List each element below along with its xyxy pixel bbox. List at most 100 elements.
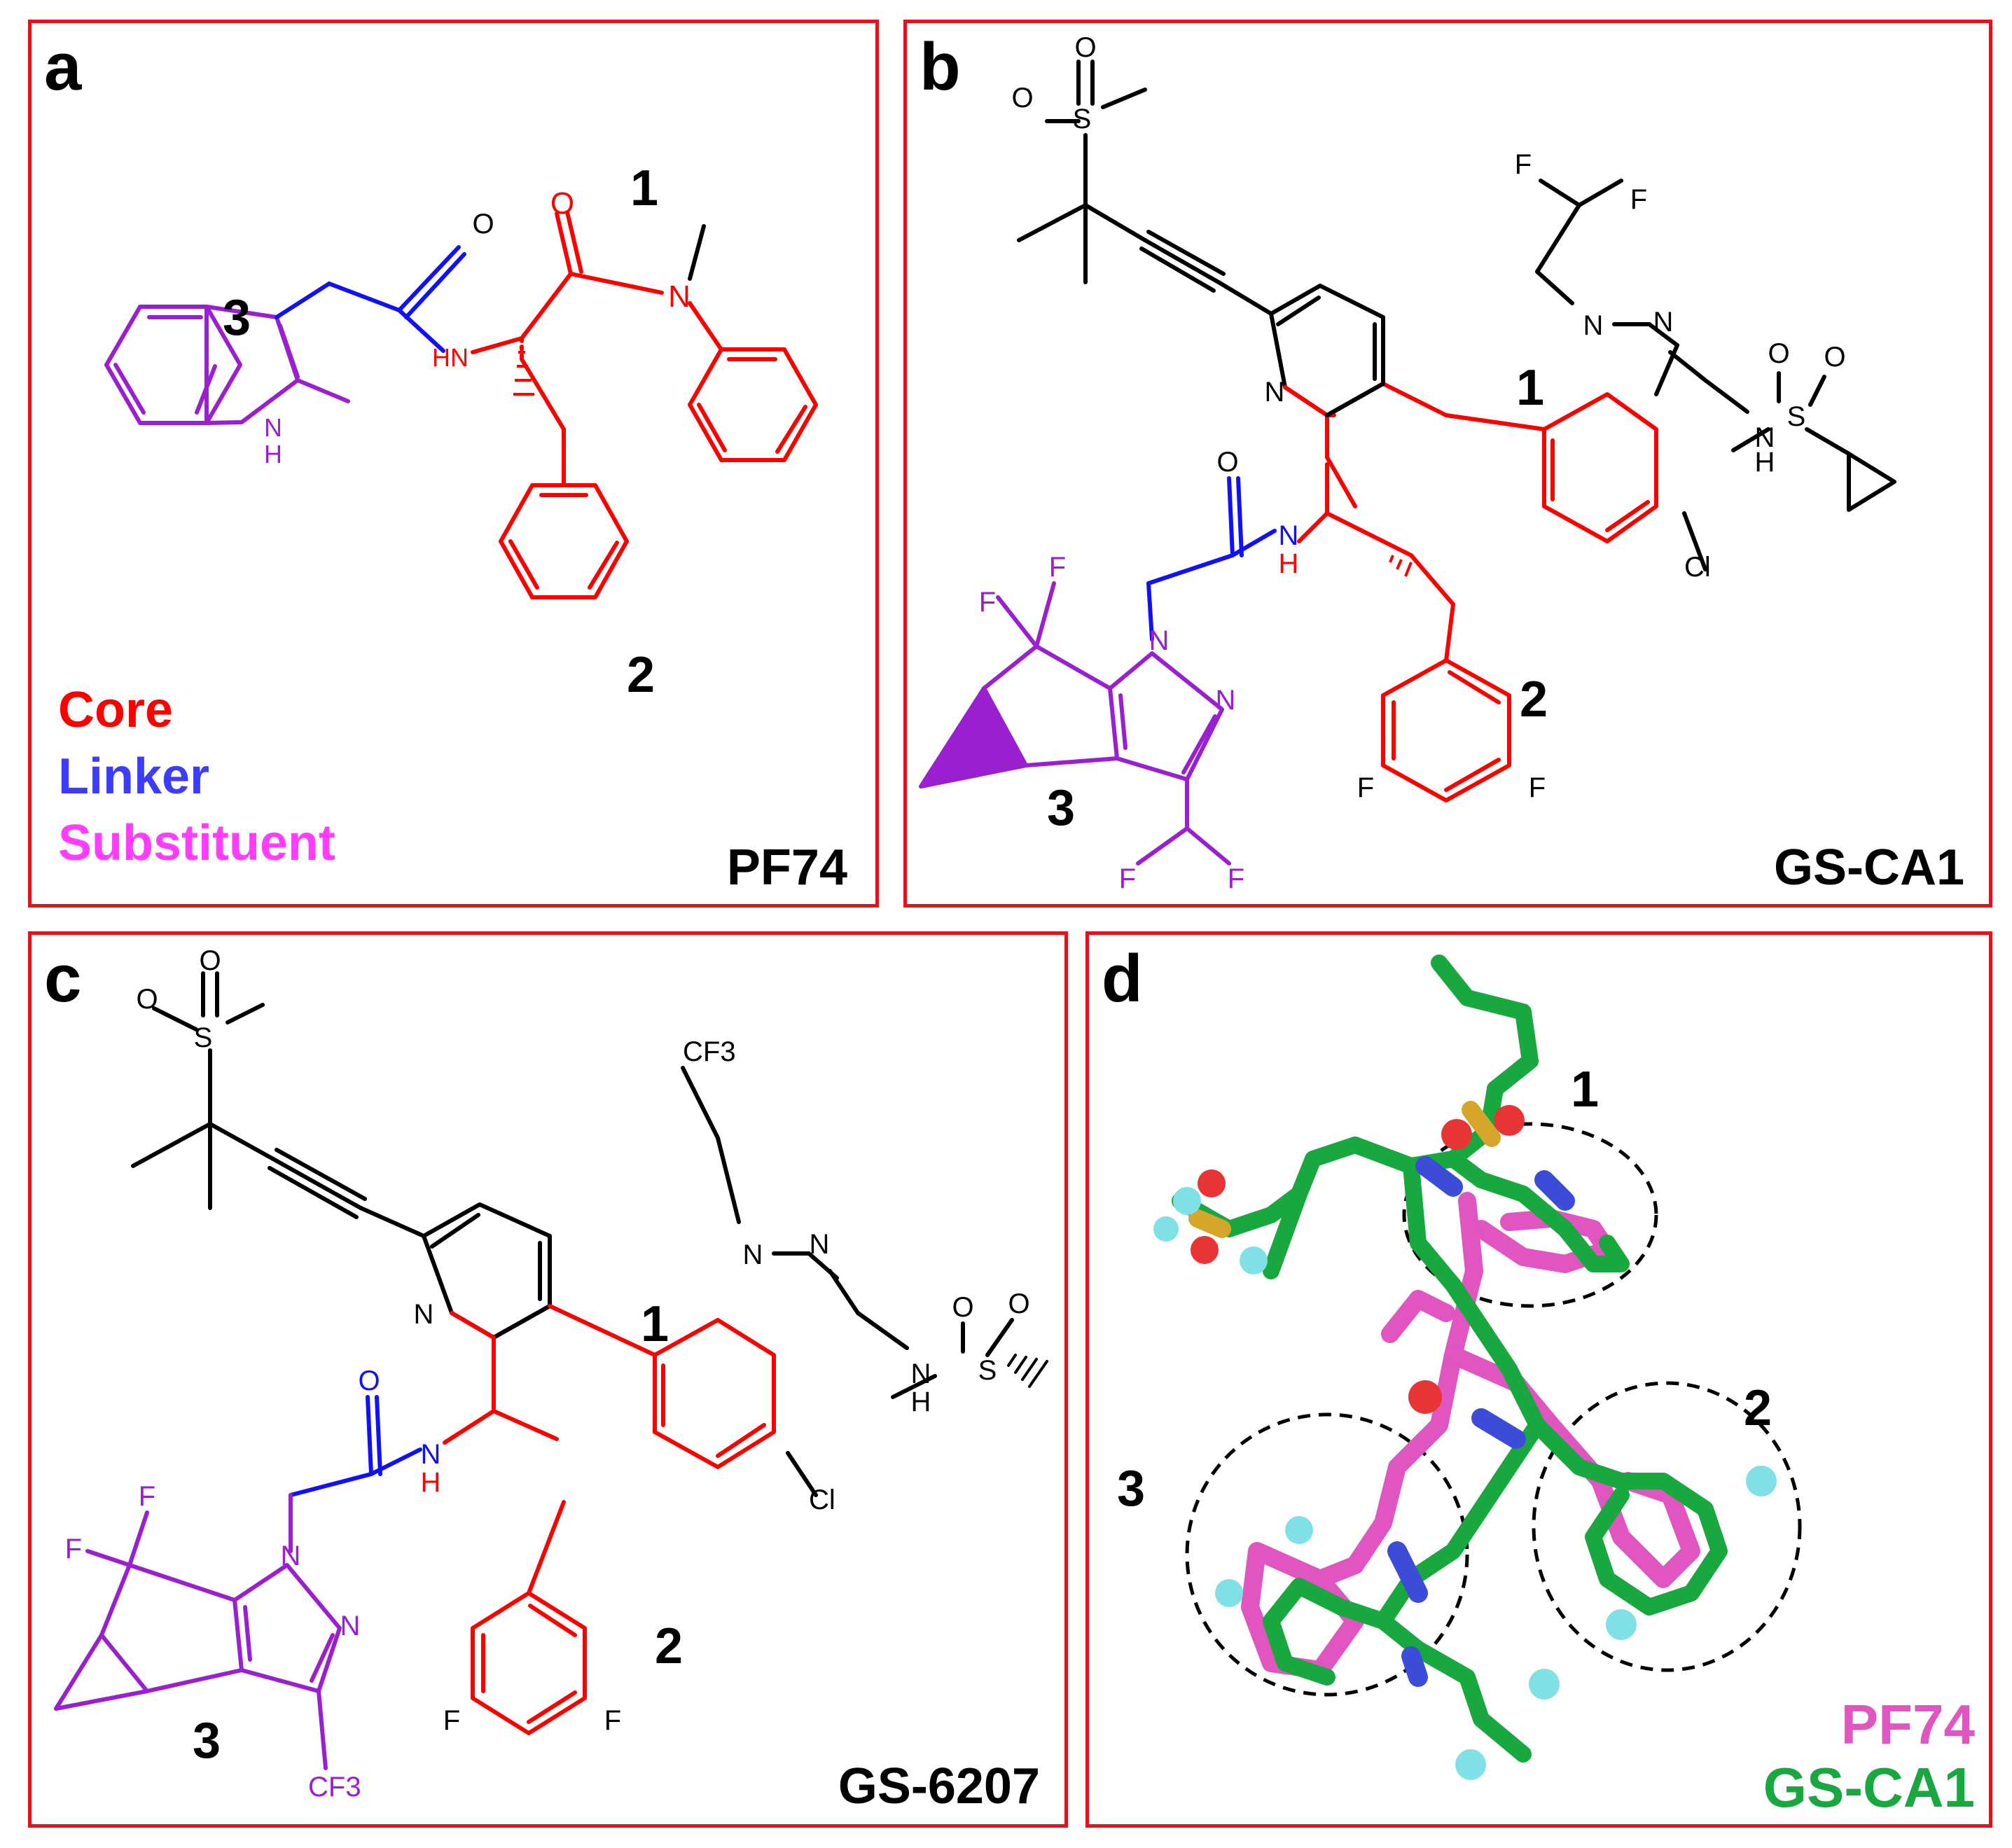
atom-link-h: H bbox=[1279, 548, 1299, 579]
black-scaffold bbox=[1017, 60, 1896, 571]
atom-nh-n: N bbox=[911, 1359, 931, 1389]
region-2: 2 bbox=[1520, 672, 1548, 728]
region-3: 3 bbox=[1117, 1461, 1145, 1517]
core bbox=[471, 210, 818, 599]
atom-o-link: O bbox=[1216, 447, 1238, 478]
region-3: 3 bbox=[223, 290, 251, 346]
core bbox=[1283, 382, 1658, 803]
atom-o-b: O bbox=[1011, 83, 1033, 113]
atom-o-link: O bbox=[358, 1366, 380, 1396]
region-3: 3 bbox=[193, 1713, 221, 1769]
atom-f-3: F bbox=[443, 1705, 460, 1736]
atom-pz-n2: N bbox=[340, 1611, 361, 1641]
substituent bbox=[919, 581, 1231, 866]
substituent bbox=[54, 1493, 342, 1770]
atom-f-3: F bbox=[979, 587, 996, 618]
atom-f-8: F bbox=[1529, 772, 1546, 803]
pf74-structure: O O HN N N H 1 2 3 a Core Linker Substit… bbox=[44, 29, 847, 896]
atom-o2: O bbox=[550, 186, 574, 221]
atom-s-right: S bbox=[978, 1355, 997, 1386]
legend-substituent: Substituent bbox=[58, 815, 335, 871]
atom-pz-n2: N bbox=[1216, 685, 1236, 716]
linker bbox=[275, 245, 466, 353]
compound-label: GS-6207 bbox=[838, 1758, 1040, 1814]
atom-f-4: F bbox=[604, 1705, 621, 1736]
black-scaffold bbox=[131, 971, 1014, 1497]
n-methyl bbox=[688, 224, 706, 281]
atom-f-5: F bbox=[1119, 863, 1136, 894]
atom-pz-n1: N bbox=[1149, 625, 1170, 656]
legend-pf74: PF74 bbox=[1841, 1693, 1976, 1756]
atom-cl: Cl bbox=[809, 1485, 835, 1515]
gs6207-structure: S O O CF3 N N S O O N H N O N H Cl F F N… bbox=[44, 941, 1048, 1814]
atom-link-h: H bbox=[421, 1467, 441, 1498]
atom-cf3-bottom: CF3 bbox=[308, 1772, 361, 1802]
legend-linker: Linker bbox=[58, 749, 209, 805]
legend-gsca1: GS-CA1 bbox=[1763, 1756, 1975, 1819]
region-2: 2 bbox=[655, 1618, 683, 1674]
atom-o-b: O bbox=[136, 984, 158, 1015]
atom-n-1: N bbox=[1583, 310, 1604, 341]
atom-n-1: N bbox=[743, 1239, 763, 1270]
atom-nh-h: H bbox=[911, 1387, 931, 1417]
panel-letter: c bbox=[44, 941, 81, 1016]
panel-a: O O HN N N H 1 2 3 a Core Linker Substit… bbox=[28, 20, 879, 908]
atom-link-n: N bbox=[421, 1439, 441, 1470]
overlay-3d-structure: 1 2 3 d PF74 GS-CA1 bbox=[1102, 941, 1976, 1819]
atom-f-7: F bbox=[1357, 772, 1374, 803]
fluorine-atoms bbox=[1153, 1187, 1777, 1780]
atom-f-2: F bbox=[1630, 184, 1647, 215]
atom-indole-h: H bbox=[264, 440, 282, 468]
atom-o1: O bbox=[472, 209, 494, 239]
oxygen-atoms bbox=[1191, 1105, 1525, 1414]
stereo-hash bbox=[1007, 1354, 1048, 1388]
region-3: 3 bbox=[1047, 780, 1075, 836]
atom-s-top: S bbox=[194, 1022, 213, 1053]
region-2: 2 bbox=[1744, 1380, 1772, 1436]
atom-nh-n: N bbox=[1755, 422, 1775, 453]
atom-o-d: O bbox=[1824, 342, 1845, 373]
atom-pyr-n: N bbox=[414, 1299, 434, 1330]
atom-pyr-n: N bbox=[1265, 377, 1285, 408]
region-1: 1 bbox=[1516, 360, 1544, 416]
panel-letter: b bbox=[920, 29, 961, 104]
stereo-wedge bbox=[513, 351, 534, 396]
legend-core: Core bbox=[58, 682, 173, 738]
region-circles bbox=[1185, 1122, 1802, 1697]
core bbox=[443, 1304, 776, 1735]
atom-f-1: F bbox=[1515, 149, 1532, 180]
atom-cl: Cl bbox=[1684, 552, 1711, 583]
stereo-wedge bbox=[1389, 555, 1413, 577]
atom-o-a: O bbox=[199, 945, 221, 976]
panel-b: S O O F F N N S O O N H N O N H Cl F F N… bbox=[903, 20, 1992, 908]
atom-n: N bbox=[668, 279, 691, 314]
nitrogen-atoms bbox=[1387, 1156, 1575, 1687]
atom-o-c: O bbox=[952, 1292, 973, 1323]
compound-label: GS-CA1 bbox=[1774, 840, 1964, 896]
compound-label: PF74 bbox=[727, 840, 847, 896]
atom-pz-n1: N bbox=[281, 1541, 301, 1571]
atom-o-a: O bbox=[1074, 32, 1096, 63]
region-1: 1 bbox=[630, 160, 658, 216]
atom-link-n: N bbox=[1279, 520, 1299, 551]
gsca1-structure: S O O F F N N S O O N H N O N H Cl F F N… bbox=[919, 29, 1964, 896]
linker bbox=[1146, 476, 1277, 641]
atom-f-1: F bbox=[65, 1534, 82, 1564]
sulfur-atoms bbox=[1188, 1101, 1501, 1238]
atom-n-2: N bbox=[1653, 307, 1674, 338]
atom-o-c: O bbox=[1768, 338, 1789, 369]
atom-f-4: F bbox=[1049, 552, 1066, 583]
gsca1-sticks bbox=[1172, 954, 1728, 1763]
panel-letter: d bbox=[1102, 941, 1143, 1016]
atom-s-top: S bbox=[1073, 104, 1092, 134]
panel-letter: a bbox=[44, 29, 82, 104]
atom-nh-h: H bbox=[1755, 447, 1775, 478]
panel-d: 1 2 3 d PF74 GS-CA1 bbox=[1085, 931, 1992, 1828]
atom-o-d: O bbox=[1008, 1288, 1029, 1319]
atom-indole-n: N bbox=[264, 413, 282, 442]
region-1: 1 bbox=[641, 1296, 669, 1352]
atom-n-2: N bbox=[810, 1229, 830, 1260]
region-1: 1 bbox=[1571, 1062, 1599, 1118]
region-2: 2 bbox=[627, 647, 655, 703]
panel-c: S O O CF3 N N S O O N H N O N H Cl F F N… bbox=[28, 931, 1068, 1828]
